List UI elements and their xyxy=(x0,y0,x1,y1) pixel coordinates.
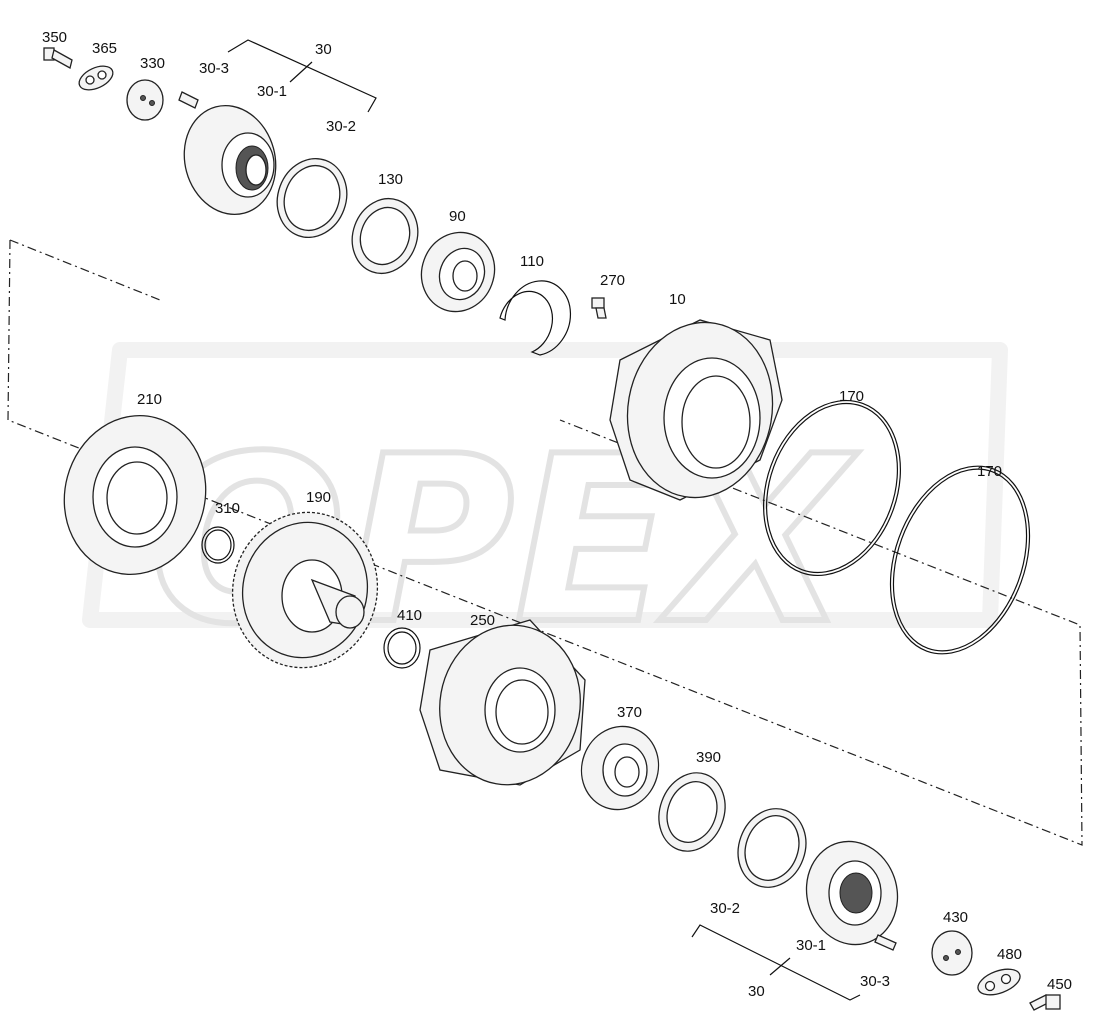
part-430-cover xyxy=(931,930,973,976)
part-130-seal xyxy=(351,198,419,274)
part-pin-bottom xyxy=(874,934,897,951)
label-30-2-bottom: 30-2 xyxy=(710,900,740,917)
part-110-circlip xyxy=(499,280,572,356)
label-110: 110 xyxy=(520,253,544,270)
part-250-carrier xyxy=(419,619,586,786)
label-330: 330 xyxy=(140,55,165,72)
part-170-o-ring-1-inner xyxy=(765,402,899,574)
label-90: 90 xyxy=(449,208,466,225)
label-390: 390 xyxy=(696,749,721,766)
part-350-bolt xyxy=(43,47,73,69)
label-190: 190 xyxy=(306,489,331,506)
part-365-lock-plate xyxy=(78,65,114,91)
label-480: 480 xyxy=(997,946,1022,963)
bracket-30-bottom xyxy=(691,924,861,1001)
part-10-housing xyxy=(609,319,783,501)
assembly-outline-top xyxy=(9,239,161,301)
bracket-30-top xyxy=(227,39,377,113)
part-30-flange-top xyxy=(183,104,277,216)
label-365: 365 xyxy=(92,40,117,57)
part-90-bearing xyxy=(420,231,496,313)
label-30-3-top: 30-3 xyxy=(199,60,229,77)
label-30-3-bottom: 30-3 xyxy=(860,973,890,990)
label-30-top: 30 xyxy=(315,41,332,58)
part-210-cover xyxy=(63,414,207,576)
label-370: 370 xyxy=(617,704,642,721)
label-170-b: 170 xyxy=(977,463,1002,480)
label-350: 350 xyxy=(42,29,67,46)
part-30-flange-bottom xyxy=(805,840,899,946)
part-450-bolt xyxy=(1029,994,1061,1011)
part-370-bearing xyxy=(580,725,660,811)
label-270: 270 xyxy=(600,272,625,289)
part-pin-top xyxy=(178,91,199,109)
label-170-a: 170 xyxy=(839,388,864,405)
label-250: 250 xyxy=(470,612,495,629)
part-30-2-ring-bottom xyxy=(737,808,807,888)
part-310-ring xyxy=(201,526,235,564)
part-labels: 350 365 330 30-3 30 30-1 30-2 130 90 110… xyxy=(42,29,1072,1000)
part-170-o-ring-2-inner xyxy=(892,468,1028,652)
label-450: 450 xyxy=(1047,976,1072,993)
part-190-gear xyxy=(231,511,379,669)
part-480-lock-plate xyxy=(977,968,1021,996)
label-30-1-top: 30-1 xyxy=(257,83,287,100)
part-170-o-ring-2 xyxy=(889,465,1031,655)
part-170-o-ring-1 xyxy=(763,399,901,577)
assembly-outline xyxy=(7,239,1083,846)
label-30-2-top: 30-2 xyxy=(326,118,356,135)
part-390-seal xyxy=(658,772,726,852)
label-30-1-bottom: 30-1 xyxy=(796,937,826,954)
part-410-ring xyxy=(383,627,421,669)
label-30-bottom: 30 xyxy=(748,983,765,1000)
part-270-bolt xyxy=(591,297,607,319)
label-410: 410 xyxy=(397,607,422,624)
label-210: 210 xyxy=(137,391,162,408)
part-330-cover xyxy=(126,79,164,121)
label-430: 430 xyxy=(943,909,968,926)
part-30-2-ring-top xyxy=(276,158,348,238)
label-130: 130 xyxy=(378,171,403,188)
label-10: 10 xyxy=(669,291,686,308)
label-310: 310 xyxy=(215,500,240,517)
